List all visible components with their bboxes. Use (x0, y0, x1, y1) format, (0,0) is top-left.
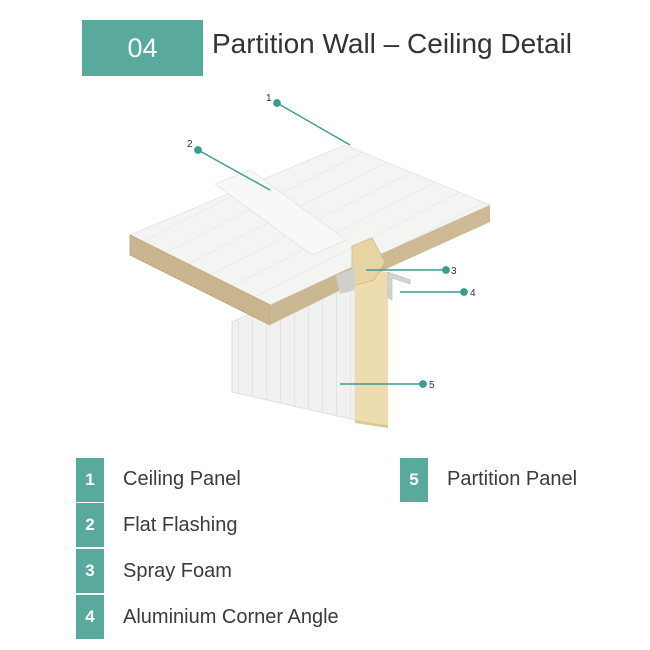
callout-number-3: 3 (451, 266, 457, 277)
legend-number-2: 2 (76, 503, 104, 547)
leader-dot-1 (273, 99, 281, 107)
legend-number-1: 1 (76, 458, 104, 502)
leader-dot-4 (460, 288, 468, 296)
aluminium-corner-angle (336, 268, 411, 301)
legend-label-ceiling-panel: Ceiling Panel (123, 468, 241, 490)
leader-line-2 (197, 149, 271, 191)
callout-number-2: 2 (187, 139, 193, 150)
section-number-badge: 04 (82, 20, 203, 76)
flat-flashing (214, 169, 347, 256)
leader-line-1 (276, 102, 351, 146)
legend-number-3: 3 (76, 549, 104, 593)
legend-label-aluminium-corner-angle: Aluminium Corner Angle (123, 606, 339, 628)
legend-label-partition-panel: Partition Panel (447, 468, 578, 490)
legend-label-spray-foam: Spray Foam (123, 560, 232, 582)
callout-number-1: 1 (266, 93, 272, 104)
page-title: Partition Wall – Ceiling Detail (212, 28, 572, 59)
leader-dot-5 (419, 380, 427, 388)
leader-dot-3 (442, 266, 450, 274)
legend-number-4: 4 (76, 595, 104, 639)
callout-number-5: 5 (429, 380, 435, 391)
leader-dot-2 (194, 146, 202, 154)
partition-panel (231, 267, 388, 428)
legend-number-5: 5 (400, 458, 428, 502)
legend-label-flat-flashing: Flat Flashing (123, 514, 238, 536)
callout-number-4: 4 (470, 288, 476, 299)
